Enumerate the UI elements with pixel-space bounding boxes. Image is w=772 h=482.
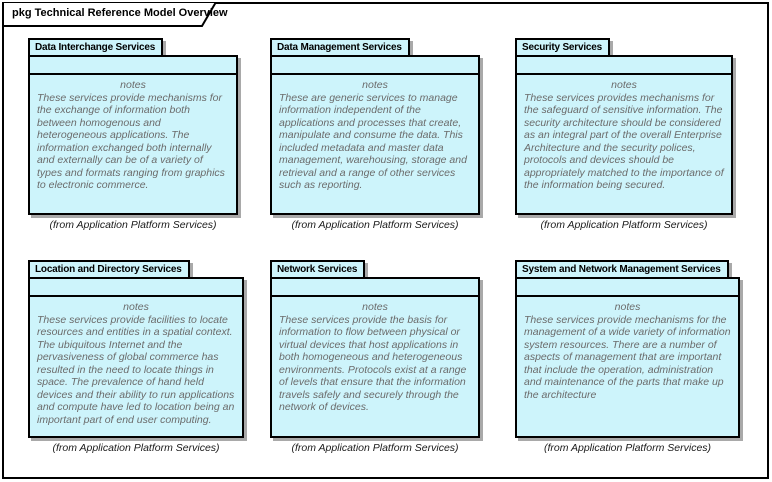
package-network-services[interactable]: Network Services notes These services pr… [270, 260, 480, 454]
package-title: System and Network Management Services [522, 264, 721, 275]
package-title: Data Interchange Services [35, 42, 156, 53]
package-name-compartment [272, 279, 478, 297]
frame-tab-pentagon-shape [2, 1, 218, 27]
package-notes: notes These services provide the basis f… [272, 297, 478, 414]
package-title: Location and Directory Services [35, 264, 182, 275]
diagram-title: pkg Technical Reference Model Overview [12, 7, 228, 19]
notes-text: These services provide facilities to loc… [37, 313, 235, 426]
package-body[interactable]: notes These services provides mechanisms… [515, 55, 733, 215]
notes-label: notes [120, 79, 146, 91]
package-notes: notes These services provide mechanisms … [30, 75, 236, 192]
package-data-interchange-services[interactable]: Data Interchange Services notes These se… [28, 38, 238, 231]
notes-text: These services provide mechanisms for th… [37, 91, 225, 192]
package-body[interactable]: notes These services provide the basis f… [270, 277, 480, 438]
package-title: Security Services [522, 42, 602, 53]
notes-text: These are generic services to manage inf… [279, 91, 467, 192]
notes-text: These services provide mechanisms for th… [524, 313, 731, 401]
notes-text: These services provides mechanisms for t… [524, 91, 724, 192]
package-notes: notes These are generic services to mana… [272, 75, 478, 192]
package-system-and-network-management-services[interactable]: System and Network Management Services n… [515, 260, 740, 454]
package-title: Network Services [277, 264, 358, 275]
notes-label: notes [362, 79, 388, 91]
diagram-frame-tab: pkg Technical Reference Model Overview [2, 1, 228, 28]
package-security-services[interactable]: Security Services notes These services p… [515, 38, 733, 231]
package-body[interactable]: notes These services provide mechanisms … [515, 277, 740, 438]
from-label: (from Application Platform Services) [49, 219, 217, 231]
package-notes: notes These services provides mechanisms… [517, 75, 731, 192]
package-location-and-directory-services[interactable]: Location and Directory Services notes Th… [28, 260, 244, 454]
package-name-compartment [30, 57, 236, 75]
notes-text: These services provide the basis for inf… [279, 313, 467, 414]
from-label: (from Application Platform Services) [543, 442, 712, 454]
package-notes: notes These services provide mechanisms … [517, 297, 738, 401]
notes-label: notes [611, 79, 637, 91]
from-label: (from Application Platform Services) [52, 442, 220, 454]
package-data-management-services[interactable]: Data Management Services notes These are… [270, 38, 480, 231]
from-label: (from Application Platform Services) [291, 442, 459, 454]
from-label: (from Application Platform Services) [291, 219, 459, 231]
package-body[interactable]: notes These services provide facilities … [28, 277, 244, 438]
package-notes: notes These services provide facilities … [30, 297, 242, 426]
package-body[interactable]: notes These services provide mechanisms … [28, 55, 238, 215]
notes-label: notes [614, 301, 641, 313]
notes-label: notes [123, 301, 149, 313]
package-name-compartment [30, 279, 242, 297]
package-name-compartment [517, 279, 738, 297]
notes-label: notes [362, 301, 388, 313]
package-body[interactable]: notes These are generic services to mana… [270, 55, 480, 215]
from-label: (from Application Platform Services) [540, 219, 708, 231]
package-name-compartment [272, 57, 478, 75]
package-name-compartment [517, 57, 731, 75]
package-title: Data Management Services [277, 42, 402, 53]
